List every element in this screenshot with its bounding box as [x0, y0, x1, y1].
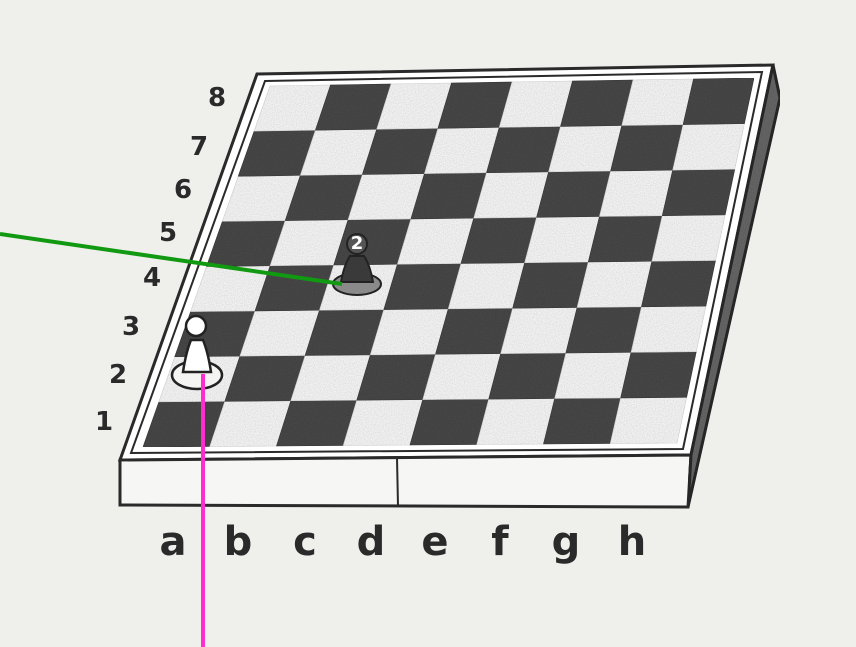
white-pawn-head — [186, 316, 206, 336]
rank-label-6: 6 — [174, 175, 192, 205]
square-e8 — [499, 81, 572, 127]
rank-label-2: 2 — [109, 360, 127, 390]
file-label-c: c — [293, 519, 317, 565]
square-e3 — [436, 308, 513, 354]
rank-label-3: 3 — [122, 312, 140, 342]
square-d2 — [357, 354, 436, 400]
rank-label-5: 5 — [159, 218, 177, 248]
file-label-b: b — [224, 519, 253, 565]
square-f1 — [477, 399, 555, 445]
square-d1 — [343, 400, 423, 446]
square-d5 — [397, 218, 473, 264]
square-h2 — [621, 352, 697, 398]
file-label-e: e — [421, 519, 448, 565]
black-pawn-mark: 2 — [351, 233, 364, 254]
rank-label-8: 8 — [208, 83, 226, 113]
file-label-a: a — [160, 519, 187, 565]
square-h8 — [683, 78, 754, 125]
square-e5 — [461, 217, 537, 263]
square-g1 — [544, 398, 621, 444]
square-g5 — [588, 216, 662, 262]
file-label-h: h — [618, 519, 646, 565]
square-g2 — [555, 352, 631, 398]
board-front-edge — [120, 455, 691, 507]
rank-label-1: 1 — [95, 407, 113, 437]
square-h6 — [662, 169, 734, 215]
board-hinge-line — [397, 458, 398, 506]
square-e7 — [487, 126, 561, 172]
file-label-f: f — [491, 519, 509, 565]
square-f4 — [513, 262, 589, 308]
square-g3 — [566, 307, 642, 353]
rank-label-4: 4 — [143, 263, 161, 293]
square-g7 — [611, 125, 683, 171]
square-g4 — [577, 261, 652, 307]
file-label-g: g — [552, 519, 581, 565]
square-g6 — [599, 170, 672, 216]
square-h7 — [673, 124, 745, 171]
square-f7 — [549, 126, 622, 172]
rank-label-7: 7 — [190, 132, 208, 162]
square-f2 — [489, 353, 566, 399]
square-f8 — [561, 80, 633, 126]
square-h1 — [610, 397, 686, 443]
square-h5 — [652, 215, 725, 261]
square-h4 — [641, 261, 715, 307]
square-c1 — [277, 400, 357, 446]
square-e6 — [474, 172, 549, 218]
file-label-d: d — [357, 519, 386, 565]
square-f3 — [501, 308, 577, 354]
square-g8 — [622, 79, 694, 126]
square-e4 — [448, 263, 524, 309]
square-e1 — [410, 399, 489, 445]
square-f5 — [525, 217, 600, 263]
square-d3 — [370, 309, 448, 355]
square-d4 — [384, 264, 461, 310]
square-f6 — [537, 171, 611, 217]
square-e2 — [423, 354, 501, 400]
square-h3 — [631, 306, 706, 352]
